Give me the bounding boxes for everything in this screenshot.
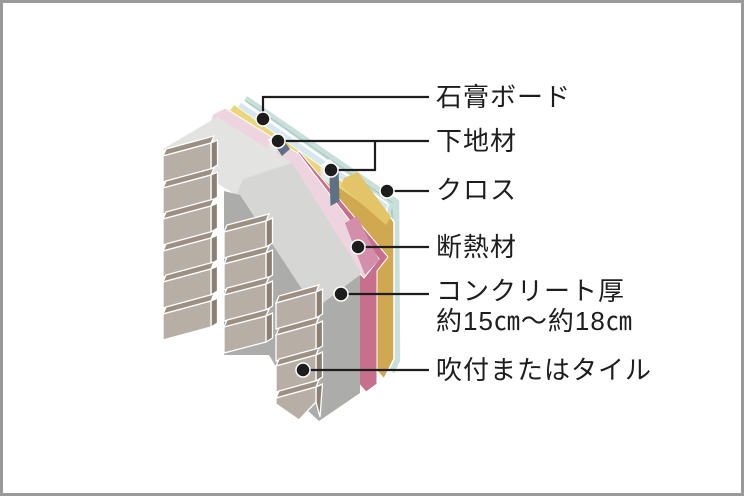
label-concrete-thickness: コンクリート厚 約15㎝〜約18㎝ — [436, 276, 633, 336]
tile-side — [265, 248, 274, 281]
concrete-top-face — [163, 117, 292, 195]
tile — [223, 315, 267, 354]
callout-dots — [255, 111, 395, 378]
callout-dot-gypsum — [255, 111, 271, 127]
label-spray-or-tile: 吹付またはタイル — [436, 355, 653, 385]
concrete-cut-face — [236, 163, 360, 309]
tile-column-3 — [274, 284, 324, 421]
tile-layer — [161, 135, 324, 421]
callout-dot-base-1 — [270, 133, 286, 149]
tile-column-2 — [222, 213, 274, 354]
tile — [162, 300, 212, 341]
gypsum-bevel — [341, 172, 391, 225]
label-gypsum-board: 石膏ボード — [436, 82, 572, 112]
tile-side — [210, 233, 219, 266]
tile-side — [265, 279, 274, 312]
callout-lines — [261, 95, 429, 372]
callout-line-gypsum — [261, 95, 429, 119]
tile-side — [210, 264, 219, 297]
furring-block — [320, 166, 330, 185]
label-concrete-line1: コンクリート厚 — [436, 276, 626, 306]
callout-dot-insulation — [350, 239, 366, 255]
callout-dot-concrete — [333, 286, 349, 302]
callout-line-base-branch — [331, 141, 377, 172]
tile-side — [315, 350, 324, 383]
tile-column-1 — [161, 135, 219, 341]
tile-side — [315, 287, 324, 320]
tile-side — [315, 319, 324, 352]
label-concrete-line2: 約15㎝〜約18㎝ — [436, 306, 633, 336]
callout-dot-base-2 — [323, 162, 339, 178]
tile-side — [265, 311, 274, 344]
tile-side — [265, 216, 274, 249]
tile-side — [210, 201, 219, 234]
label-cloth: クロス — [436, 175, 518, 205]
wall-section-diagram — [161, 93, 429, 421]
tile — [275, 386, 317, 421]
callout-dot-spray — [295, 362, 311, 378]
callout-dot-cloth — [379, 183, 395, 199]
tile-side — [210, 138, 219, 171]
tile-side — [210, 170, 219, 203]
tile-side — [210, 296, 219, 329]
label-insulation: 断熱材 — [436, 232, 518, 262]
label-base-material: 下地材 — [436, 126, 518, 156]
